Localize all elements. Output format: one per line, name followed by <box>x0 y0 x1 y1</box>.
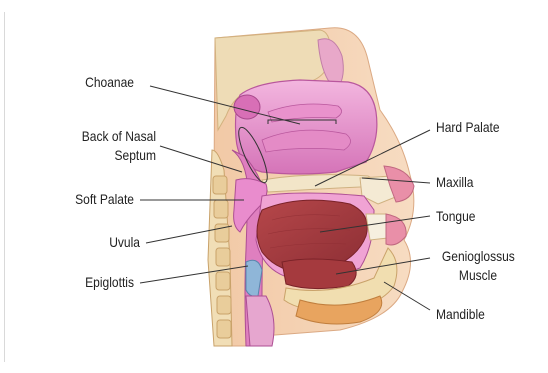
genioglossus-muscle <box>282 259 356 289</box>
label-mandible: Mandible <box>436 306 485 323</box>
nasal-cavity <box>236 80 377 174</box>
label-genioglossus-line2: Muscle <box>442 267 514 284</box>
label-epiglottis: Epiglottis <box>45 274 134 291</box>
label-uvula: Uvula <box>45 234 140 251</box>
lower-teeth <box>366 214 388 240</box>
label-choanae: Choanae <box>45 74 134 91</box>
label-back-of-nasal-septum-line2: Septum <box>48 147 156 164</box>
label-soft-palate: Soft Palate <box>45 191 134 208</box>
label-maxilla: Maxilla <box>436 174 473 191</box>
label-back-of-nasal-septum-line1: Back of Nasal <box>48 128 156 145</box>
label-hard-palate: Hard Palate <box>436 119 500 136</box>
label-tongue: Tongue <box>436 208 476 225</box>
larynx <box>246 296 274 346</box>
choanae-opening <box>234 95 260 119</box>
label-genioglossus-line1: Genioglossus <box>442 248 514 265</box>
